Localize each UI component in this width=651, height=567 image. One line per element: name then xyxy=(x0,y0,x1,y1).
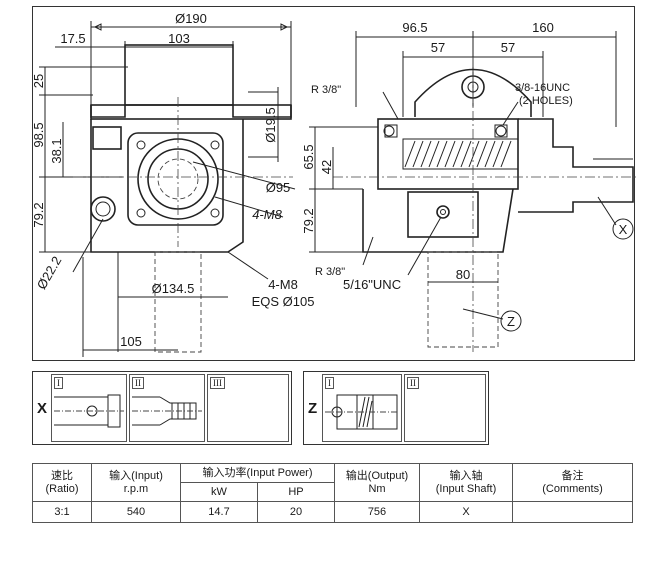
z-shaft-options: Z I II xyxy=(303,371,489,445)
dim-port-top: R 3/8" xyxy=(311,84,341,96)
left-view xyxy=(39,21,296,357)
header-output: 输出(Output) Nm xyxy=(334,463,420,502)
dim-tapped-holes: 3/8-16UNC xyxy=(515,82,570,94)
cell-comments xyxy=(512,501,633,523)
header-input-cn: 输入(Input) xyxy=(109,469,163,482)
dim-height-a: 65.5 xyxy=(301,144,316,169)
cell-rpm: 540 xyxy=(91,501,181,523)
x-option-1-shaft-icon xyxy=(54,394,124,428)
dim-bolt-circle: Ø134.5 xyxy=(152,281,195,296)
dim-flange-bolts: 4-M8 xyxy=(252,207,282,222)
z-option-1-hollow-shaft-icon xyxy=(325,394,399,430)
dim-offset-left: 17.5 xyxy=(60,31,85,46)
x-option-3[interactable]: III xyxy=(207,374,289,442)
hatch-pattern xyxy=(404,140,512,168)
header-input-power: 输入功率(Input Power) xyxy=(180,463,335,483)
dim-top-width: 103 xyxy=(168,31,190,46)
cell-kw: 14.7 xyxy=(180,501,258,523)
right-view xyxy=(309,31,636,352)
dim-left-width: 96.5 xyxy=(402,20,427,35)
dim-lug-left: 57 xyxy=(431,40,445,55)
dim-port-bottom: R 3/8" xyxy=(315,266,345,278)
callout-z: Z xyxy=(507,314,515,329)
header-ratio-cn: 速比 xyxy=(51,469,73,482)
z-option-1-label: I xyxy=(325,377,334,389)
header-hp: HP xyxy=(257,482,335,502)
dim-base-offset: 105 xyxy=(120,334,142,349)
cell-ratio: 3:1 xyxy=(32,501,92,523)
dim-lower-height-left: 79.2 xyxy=(33,202,46,227)
x-option-1-label: I xyxy=(54,377,63,389)
z-option-2[interactable]: II xyxy=(404,374,486,442)
x-option-2-label: II xyxy=(132,377,144,389)
x-option-2[interactable]: II xyxy=(129,374,205,442)
header-input-shaft: 输入轴 (Input Shaft) xyxy=(419,463,513,502)
dim-bore-dia: Ø22.2 xyxy=(34,254,65,292)
header-output-unit: Nm xyxy=(368,482,386,495)
z-label: Z xyxy=(308,400,318,417)
technical-drawing-panel: Ø190 17.5 103 25 98.5 38.1 79.2 Ø22.2 Ø1… xyxy=(32,6,636,361)
x-option-1[interactable]: I xyxy=(51,374,127,442)
table-row: 3:1 540 14.7 20 756 X xyxy=(32,501,633,523)
z-option-2-label: II xyxy=(407,377,419,389)
header-comments-en: (Comments) xyxy=(542,482,603,495)
dim-height-b: 42 xyxy=(319,160,334,174)
spec-table: 速比 (Ratio) 输入(Input) r.p.m 输入功率(Input Po… xyxy=(32,463,633,523)
header-kw: kW xyxy=(180,482,258,502)
dim-shaft-width: 80 xyxy=(456,267,470,282)
callout-x: X xyxy=(619,222,628,237)
dim-body-height: 98.5 xyxy=(33,122,46,147)
dim-lug-right: 57 xyxy=(501,40,515,55)
x-label: X xyxy=(37,400,48,417)
gearbox-drawing: Ø190 17.5 103 25 98.5 38.1 79.2 Ø22.2 Ø1… xyxy=(33,11,636,357)
cell-output: 756 xyxy=(334,501,420,523)
dim-tapped-holes-note: (2 HOLES) xyxy=(519,95,573,107)
z-option-1[interactable]: I xyxy=(322,374,402,442)
cell-hp: 20 xyxy=(257,501,335,523)
header-ratio: 速比 (Ratio) xyxy=(32,463,92,502)
x-option-2-splined-shaft-icon xyxy=(132,396,202,426)
dim-top-height: 25 xyxy=(33,74,46,88)
dim-base-bolts: 4-M8 xyxy=(268,277,298,292)
dim-eqs: EQS Ø105 xyxy=(252,294,315,309)
header-input: 输入(Input) r.p.m xyxy=(91,463,181,502)
header-output-cn: 输出(Output) xyxy=(345,469,409,482)
header-comments-cn: 备注 xyxy=(561,469,584,482)
x-shaft-options: X I II III xyxy=(32,371,292,445)
header-comments: 备注 (Comments) xyxy=(512,463,633,502)
dim-set-screw: 5/16"UNC xyxy=(343,277,401,292)
dim-overall-width: Ø190 xyxy=(175,11,207,26)
header-input-shaft-cn: 输入轴 xyxy=(449,469,483,482)
x-option-3-label: III xyxy=(210,377,225,389)
dim-shaft-center: 38.1 xyxy=(49,138,64,163)
header-ratio-en: (Ratio) xyxy=(45,482,79,495)
header-input-shaft-en: (Input Shaft) xyxy=(435,482,497,495)
cell-input-shaft: X xyxy=(419,501,513,523)
header-input-unit: r.p.m xyxy=(123,482,149,495)
dim-lower-height-right: 79.2 xyxy=(301,208,316,233)
dim-shaft-dia: Ø19.5 xyxy=(263,107,278,142)
dim-flange-dia: Ø95 xyxy=(266,180,291,195)
dim-right-width: 160 xyxy=(532,20,554,35)
